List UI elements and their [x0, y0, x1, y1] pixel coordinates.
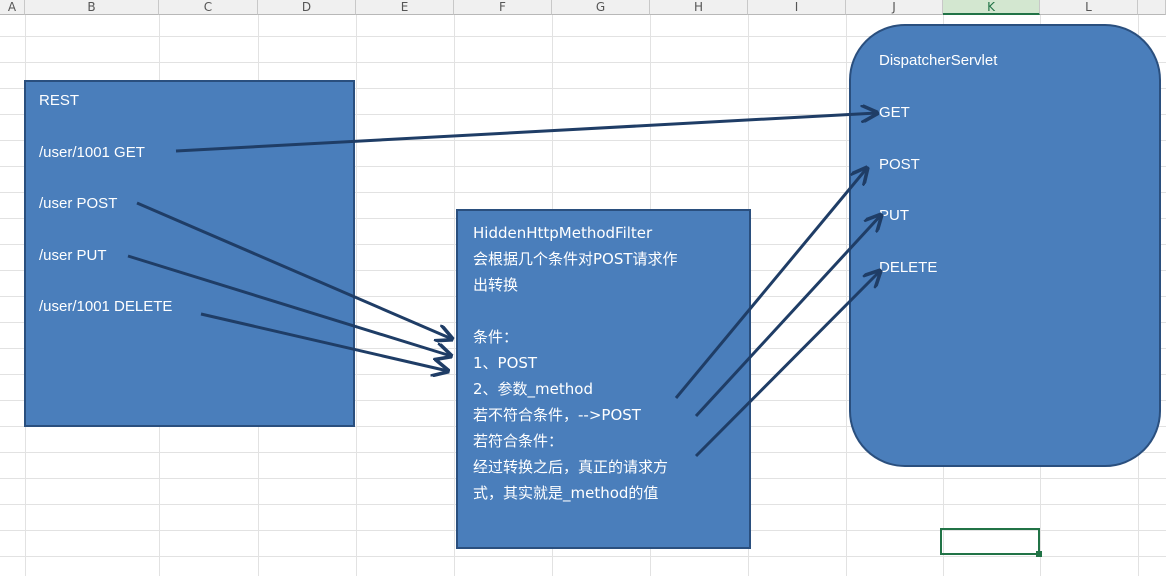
filter-line: 1、POST — [473, 354, 538, 372]
column-gridline — [454, 15, 455, 576]
filter-line: 条件： — [473, 328, 519, 346]
arrow-get-to-servlet — [175, 113, 877, 153]
row-gridline — [0, 36, 1166, 37]
rest-box[interactable]: REST /user/1001 GET /user POST /user PUT… — [24, 80, 355, 427]
row-gridline — [0, 114, 1166, 115]
row-gridline — [0, 140, 1166, 141]
column-header-j[interactable]: J — [846, 0, 943, 15]
rest-title: REST — [39, 92, 80, 109]
arrow-put-to-filter — [127, 254, 451, 356]
column-header-g[interactable]: G — [552, 0, 650, 15]
filter-line: 若符合条件： — [473, 432, 564, 450]
column-header-a[interactable]: A — [0, 0, 25, 15]
column-gridline — [356, 15, 357, 576]
row-gridline — [0, 88, 1166, 89]
row-gridline — [0, 166, 1166, 167]
filter-line: 2、参数_method — [473, 380, 593, 398]
rest-item-get: /user/1001 GET — [39, 144, 145, 161]
row-gridline — [0, 192, 1166, 193]
column-header-i[interactable]: I — [748, 0, 846, 15]
column-header-f[interactable]: F — [454, 0, 552, 15]
arrow-filter-to-put — [694, 215, 881, 418]
column-header-d[interactable]: D — [258, 0, 356, 15]
column-header-h[interactable]: H — [650, 0, 748, 15]
row-gridline — [0, 62, 1166, 63]
selected-cell[interactable] — [940, 528, 1040, 555]
dispatcher-servlet-box[interactable]: DispatcherServlet GET POST PUT DELETE — [849, 24, 1161, 467]
servlet-title: DispatcherServlet — [879, 52, 998, 69]
rest-item-delete: /user/1001 DELETE — [39, 298, 173, 315]
filter-line: 会根据几个条件对POST请求作 — [473, 250, 678, 268]
column-gridline — [846, 15, 847, 576]
filter-line: 经过转换之后，真正的请求方 — [473, 458, 669, 476]
arrow-filter-to-post — [674, 168, 867, 399]
arrow-post-to-filter — [136, 201, 452, 339]
filter-title: HiddenHttpMethodFilter — [473, 224, 653, 242]
servlet-item-post: POST — [879, 156, 920, 173]
filter-line: 若不符合条件，-->POST — [473, 406, 641, 424]
column-header-e[interactable]: E — [356, 0, 454, 15]
filter-line: 式，其实就是_method的值 — [473, 484, 659, 502]
filter-box[interactable]: HiddenHttpMethodFilter 会根据几个条件对POST请求作 出… — [456, 209, 751, 549]
arrow-filter-to-delete — [694, 271, 880, 458]
fill-handle[interactable] — [1036, 551, 1042, 557]
column-header-c[interactable]: C — [159, 0, 258, 15]
servlet-item-put: PUT — [879, 207, 909, 224]
row-gridline — [0, 556, 1166, 557]
column-header-b[interactable]: B — [25, 0, 159, 15]
filter-text: HiddenHttpMethodFilter 会根据几个条件对POST请求作 出… — [473, 220, 678, 506]
column-header-k[interactable]: K — [943, 0, 1040, 15]
rest-item-post: /user POST — [39, 195, 118, 212]
arrow-delete-to-filter — [200, 312, 448, 371]
column-header-l[interactable]: L — [1040, 0, 1138, 15]
servlet-item-get: GET — [879, 104, 910, 121]
filter-line: 出转换 — [473, 276, 519, 294]
servlet-item-delete: DELETE — [879, 259, 938, 276]
rest-item-put: /user PUT — [39, 247, 107, 264]
